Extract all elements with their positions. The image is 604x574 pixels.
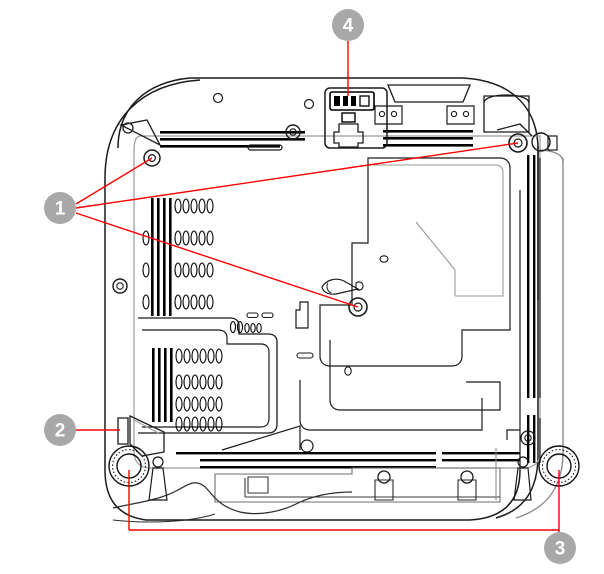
rear-foot-pad-1 [374, 470, 394, 501]
projector-body-outline [104, 77, 564, 521]
chassis-panel-shapes [221, 157, 511, 453]
vent-slot-top-left [160, 131, 305, 151]
leader-group-1 [75, 142, 519, 308]
ring-hole-left-mid [112, 278, 128, 294]
callout-3[interactable]: 3 [544, 532, 576, 564]
top-edge-details [160, 84, 558, 151]
callout-2-number: 2 [55, 421, 66, 442]
mount-hole-center [348, 297, 368, 317]
leader-group-3 [128, 470, 560, 532]
callout-1[interactable]: 1 [44, 192, 76, 224]
callout-3-number: 3 [555, 539, 566, 560]
lamp-cover-latch [117, 414, 165, 457]
plain-hole-top-right [531, 132, 551, 152]
callout-4[interactable]: 4 [332, 9, 364, 41]
callout-2[interactable]: 2 [44, 414, 76, 446]
vent-slot-top-right [383, 130, 473, 147]
security-cable-lock-slot [324, 87, 388, 149]
foot-peg-right [513, 456, 532, 501]
rear-foot-pad-2 [457, 470, 477, 501]
callout-4-number: 4 [343, 16, 354, 37]
callout-1-number: 1 [55, 199, 66, 220]
foot-peg-left [148, 456, 168, 501]
mount-hole-top-left [143, 149, 161, 167]
vent-grid-left-upper [142, 198, 214, 316]
leader-lines [75, 41, 560, 532]
corner-bracket-right [495, 429, 536, 500]
vent-slots-right [527, 155, 541, 463]
lamp-cover [138, 312, 278, 434]
bottom-edge-details [112, 452, 520, 523]
